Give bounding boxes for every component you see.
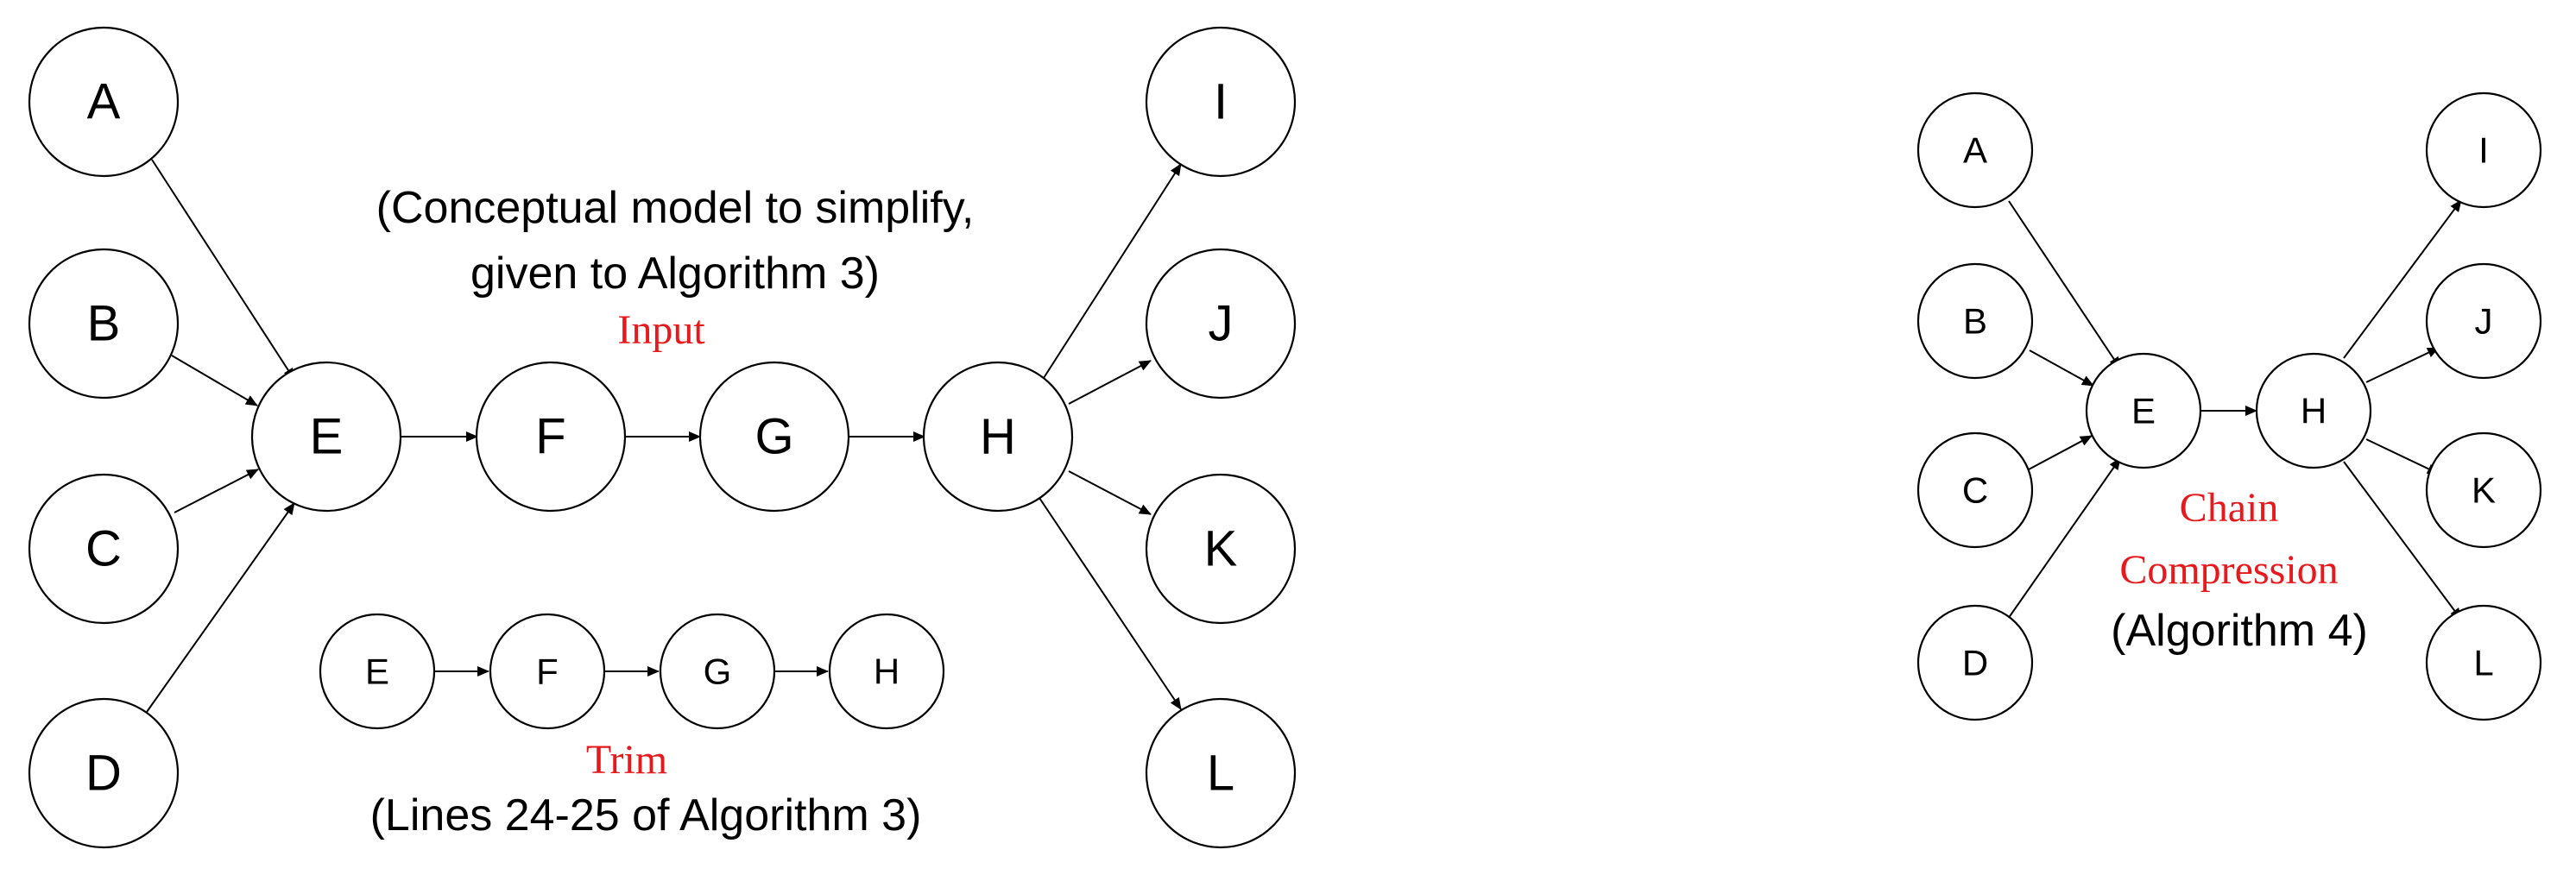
compression-caption: (Algorithm 4) [2111, 606, 2368, 656]
node-g: G [698, 361, 850, 513]
comp-edge-d-e [2005, 457, 2121, 622]
edge-c-e [174, 469, 259, 513]
node-a-label: A [87, 74, 121, 130]
comp-edge-b-e [2029, 349, 2094, 387]
trim-node-f: F [489, 613, 606, 730]
comp-node-k: K [2425, 431, 2542, 549]
trim-node-h-label: H [874, 652, 900, 692]
comp-node-d: D [1916, 604, 2034, 721]
input-caption-line2: given to Algorithm 3) [470, 249, 880, 299]
node-e: E [250, 361, 402, 513]
trim-chain: E F G H Trim (Lines 24-25 of Algorithm 3… [319, 613, 945, 840]
node-d: D [28, 697, 180, 849]
comp-edge-a-e [2008, 200, 2121, 369]
comp-node-a-label: A [1963, 130, 1987, 171]
compression-label-line1: Chain [2180, 485, 2279, 531]
edge-a-e [151, 159, 295, 381]
comp-edge-h-l [2343, 461, 2462, 620]
node-b: B [28, 248, 180, 400]
comp-node-j-label: J [2475, 301, 2493, 342]
trim-node-g: G [659, 613, 776, 730]
comp-node-h-label: H [2301, 391, 2327, 431]
comp-node-i-label: I [2478, 130, 2489, 171]
trim-node-h: H [828, 613, 945, 730]
node-c: C [28, 473, 180, 625]
node-b-label: B [87, 296, 121, 352]
compressed-graph-edges [2005, 199, 2462, 622]
comp-node-j: J [2425, 262, 2542, 380]
node-f: F [475, 361, 627, 513]
comp-node-k-label: K [2472, 470, 2496, 511]
comp-edge-h-i [2343, 199, 2462, 359]
comp-node-b: B [1916, 262, 2034, 380]
node-k: K [1145, 473, 1297, 625]
comp-node-e-label: E [2131, 391, 2156, 431]
input-label: Input [617, 307, 705, 353]
trim-caption: (Lines 24-25 of Algorithm 3) [370, 790, 922, 840]
compression-label-line2: Compression [2119, 547, 2338, 593]
node-g-label: G [754, 409, 793, 465]
edge-h-k [1068, 470, 1152, 515]
edge-d-e [146, 502, 295, 713]
comp-node-i: I [2425, 91, 2542, 209]
trim-label: Trim [586, 737, 667, 783]
edge-h-l [1039, 497, 1182, 710]
node-h-label: H [980, 409, 1016, 465]
node-a: A [28, 26, 180, 178]
comp-edge-h-j [2365, 347, 2440, 383]
node-l: L [1145, 697, 1297, 849]
trim-node-f-label: F [536, 652, 559, 692]
trim-node-e: E [319, 613, 436, 730]
input-graph-edges [146, 159, 1182, 713]
node-c-label: C [85, 521, 122, 577]
comp-node-e: E [2085, 352, 2202, 469]
input-graph: A B C D E F G H [28, 26, 1297, 849]
node-e-label: E [310, 409, 344, 465]
comp-node-l: L [2425, 604, 2542, 721]
node-l-label: L [1207, 746, 1234, 802]
edge-b-e [171, 355, 258, 406]
edge-h-i [1043, 163, 1182, 379]
comp-node-c-label: C [1962, 470, 1988, 511]
comp-edge-c-e [2028, 435, 2093, 470]
comp-node-b-label: B [1963, 301, 1987, 342]
comp-node-c: C [1916, 431, 2034, 549]
comp-node-h: H [2255, 352, 2372, 469]
edge-h-j [1068, 360, 1152, 405]
comp-edge-h-k [2365, 438, 2440, 475]
node-i: I [1145, 26, 1297, 178]
compressed-graph: A B C D E H I J [1916, 91, 2542, 721]
node-k-label: K [1204, 521, 1238, 577]
node-h: H [922, 361, 1074, 513]
trim-node-e-label: E [365, 652, 389, 692]
node-i-label: I [1214, 74, 1228, 130]
comp-node-l-label: L [2473, 643, 2493, 683]
trim-node-g-label: G [704, 652, 732, 692]
node-j-label: J [1209, 296, 1234, 352]
node-j: J [1145, 248, 1297, 400]
comp-node-a: A [1916, 91, 2034, 209]
input-caption-line1: (Conceptual model to simplify, [376, 183, 975, 233]
comp-node-d-label: D [1962, 643, 1988, 683]
node-f-label: F [535, 409, 565, 465]
node-d-label: D [85, 746, 122, 802]
